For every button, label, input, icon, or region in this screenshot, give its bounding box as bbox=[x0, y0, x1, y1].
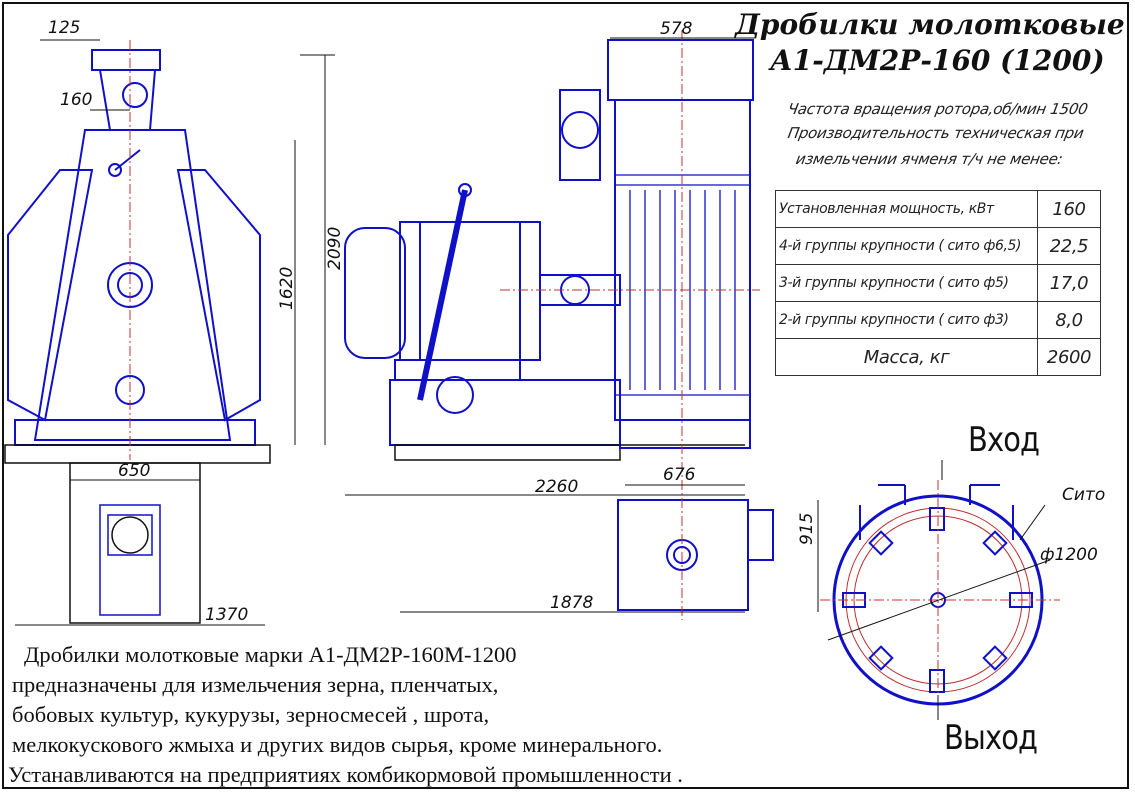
description-line: бобовых культур, кукурузы, зерносмесей ,… bbox=[12, 702, 490, 727]
description-line: Устанавливаются на предприятиях комбикор… bbox=[8, 762, 683, 787]
spec-label: 3-й группы крупности ( сито ф5) bbox=[775, 264, 1038, 302]
spec-value: 160 bbox=[1037, 190, 1101, 228]
dim-1620: 1620 bbox=[277, 267, 297, 310]
description-line: Дробилки молотковые марки А1-ДМ2Р-160М-1… bbox=[24, 642, 517, 667]
description-line: мелкокускового жмыха и других видов сырь… bbox=[12, 732, 663, 757]
table-row: 4-й группы крупности ( сито ф6,5)22,5 bbox=[775, 227, 1101, 265]
spec-label: Установленная мощность, кВт bbox=[775, 190, 1038, 228]
dim-915: 915 bbox=[797, 513, 817, 545]
dim-676: 676 bbox=[663, 465, 696, 485]
spec-value: 2600 bbox=[1037, 338, 1101, 376]
dim-125: 125 bbox=[48, 18, 80, 38]
front-pit bbox=[69, 462, 201, 624]
description-line: предназначены для измельчения зерна, пле… bbox=[12, 672, 499, 697]
spec-intro-2: Производительность техническая при bbox=[786, 124, 1086, 142]
dim-1370: 1370 bbox=[205, 605, 248, 625]
spec-label: 4-й группы крупности ( сито ф6,5) bbox=[775, 227, 1038, 265]
dim-1878: 1878 bbox=[550, 593, 593, 613]
dim-650: 650 bbox=[118, 461, 150, 481]
rotor-diameter: ф1200 bbox=[1040, 545, 1098, 565]
table-row: 2-й группы крупности ( сито ф3)8,0 bbox=[775, 301, 1101, 339]
spec-label: 2-й группы крупности ( сито ф3) bbox=[775, 301, 1038, 339]
dim-2260: 2260 bbox=[535, 477, 578, 497]
spec-label: Масса, кг bbox=[775, 338, 1038, 376]
spec-intro-3: измельчении ячменя т/ч не менее: bbox=[794, 150, 1064, 168]
title-line-1: Дробилки молотковые bbox=[735, 8, 1125, 41]
title-line-2: А1-ДМ2Р-160 (1200) bbox=[770, 44, 1105, 77]
dim-160: 160 bbox=[60, 90, 92, 110]
outlet-label: Выход bbox=[944, 718, 1038, 758]
table-row: 3-й группы крупности ( сито ф5)17,0 bbox=[775, 264, 1101, 302]
inlet-label: Вход bbox=[968, 420, 1040, 460]
sieve-label: Сито bbox=[1062, 485, 1105, 505]
spec-intro-1: Частота вращения ротора,об/мин 1500 bbox=[786, 100, 1090, 118]
dim-578: 578 bbox=[660, 19, 693, 39]
front-view bbox=[7, 49, 261, 446]
spec-value: 22,5 bbox=[1037, 227, 1101, 265]
side-view bbox=[344, 39, 774, 611]
description: Дробилки молотковые марки А1-ДМ2Р-160М-1… bbox=[8, 640, 683, 790]
spec-value: 8,0 bbox=[1037, 301, 1101, 339]
dim-2090: 2090 bbox=[325, 227, 345, 270]
spec-value: 17,0 bbox=[1037, 264, 1101, 302]
